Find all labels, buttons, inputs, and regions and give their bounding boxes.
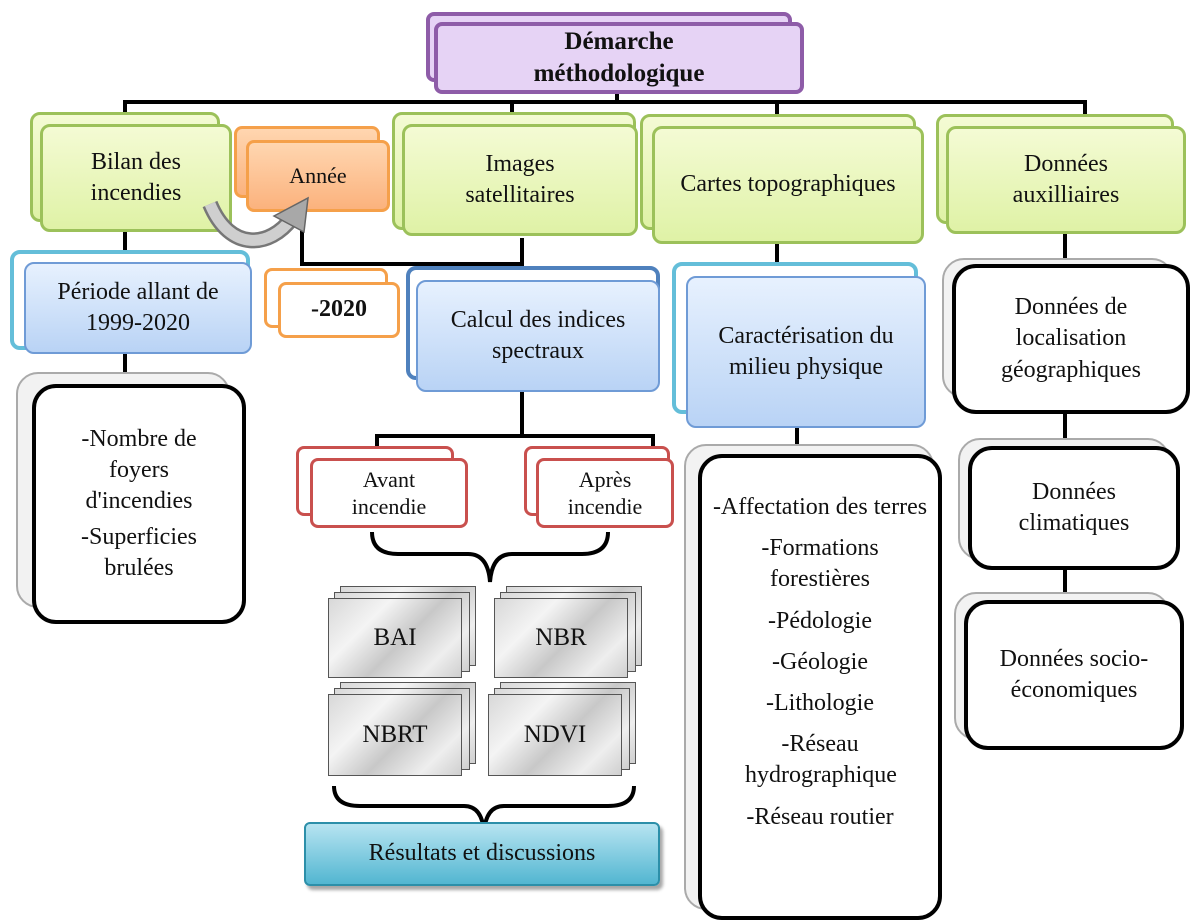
- connector: [510, 100, 514, 120]
- images-title-node: Images satellitaires: [402, 124, 638, 236]
- cartes-item-0: -Affectation des terres: [712, 494, 928, 520]
- bilan-period: Période allant de 1999-2020: [57, 278, 219, 336]
- cartes-item-6: -Réseau routier: [746, 803, 894, 830]
- aux-item-2-node: Données socio-économiques: [964, 600, 1184, 750]
- bilan-details-node: -Nombre de foyers d'incendies -Superfici…: [32, 384, 246, 624]
- bilan-title-node: Bilan des incendies: [40, 124, 232, 232]
- bilan-period-node: Période allant de 1999-2020: [24, 262, 252, 354]
- connector: [1063, 566, 1067, 600]
- cartes-item-5: -Réseau hydrographique: [745, 731, 897, 789]
- root-node: Démarche méthodologique: [434, 22, 804, 94]
- after-label: Après incendie: [567, 466, 643, 520]
- connector: [1063, 412, 1067, 446]
- year-value: -2020: [311, 296, 367, 323]
- curved-arrow-icon: [202, 196, 309, 249]
- cartes-title: Cartes topographiques: [680, 171, 896, 198]
- aux-title: Données auxilliaires: [1012, 150, 1120, 208]
- aux-item-2: Données socio-économiques: [999, 645, 1149, 703]
- results-label: Résultats et discussions: [368, 840, 596, 867]
- images-title: Images satellitaires: [465, 150, 575, 208]
- connector: [123, 232, 127, 266]
- before-label: Avant incendie: [351, 466, 427, 520]
- connector: [300, 212, 304, 264]
- year-node: -2020: [278, 282, 400, 338]
- index-label-nbrt: NBRT: [362, 721, 428, 748]
- connector: [520, 392, 524, 436]
- annee-label: Année: [289, 162, 347, 188]
- index-nbrt: NBRT: [328, 694, 462, 776]
- connector: [795, 428, 799, 448]
- before-node: Avant incendie: [310, 458, 468, 528]
- cartes-item-3: -Géologie: [772, 648, 868, 675]
- index-label-bai: BAI: [373, 624, 417, 651]
- index-ndvi: NDVI: [488, 694, 622, 776]
- annee-node: Année: [246, 140, 390, 212]
- cartes-title-node: Cartes topographiques: [652, 126, 924, 244]
- charac-node: Caractérisation du milieu physique: [686, 276, 926, 428]
- cartes-item-2: -Pédologie: [768, 607, 872, 634]
- charac-label: Caractérisation du milieu physique: [718, 322, 894, 380]
- connector: [123, 100, 1086, 104]
- connector: [1063, 232, 1067, 262]
- brace-icon: [370, 531, 610, 583]
- index-nbr: NBR: [494, 598, 628, 678]
- calc-label: Calcul des indices spectraux: [450, 306, 626, 364]
- root-label: Démarche méthodologique: [533, 27, 705, 88]
- aux-item-1-node: Données climatiques: [968, 446, 1180, 570]
- aux-title-node: Données auxilliaires: [946, 126, 1186, 234]
- aux-item-0-node: Données de localisation géographiques: [952, 264, 1190, 414]
- bilan-detail-0: -Nombre de foyers d'incendies: [81, 426, 197, 515]
- connector: [123, 352, 127, 384]
- after-node: Après incendie: [536, 458, 674, 528]
- cartes-item-1: -Formations forestières: [761, 535, 879, 593]
- connector: [775, 240, 779, 262]
- cartes-item-4: -Lithologie: [766, 689, 874, 716]
- results-node: Résultats et discussions: [304, 822, 660, 886]
- index-label-nbr: NBR: [535, 624, 587, 651]
- calc-node: Calcul des indices spectraux: [416, 280, 660, 392]
- bilan-title: Bilan des incendies: [90, 148, 182, 206]
- index-bai: BAI: [328, 598, 462, 678]
- connector: [520, 238, 524, 266]
- cartes-items-node: -Affectation des terres -Formations fore…: [698, 454, 942, 920]
- aux-item-0: Données de localisation géographiques: [1001, 294, 1141, 383]
- connector: [300, 262, 524, 266]
- bilan-detail-1: -Superficies brulées: [81, 523, 197, 581]
- index-label-ndvi: NDVI: [523, 721, 587, 748]
- aux-item-1: Données climatiques: [1018, 478, 1130, 536]
- connector: [375, 434, 655, 438]
